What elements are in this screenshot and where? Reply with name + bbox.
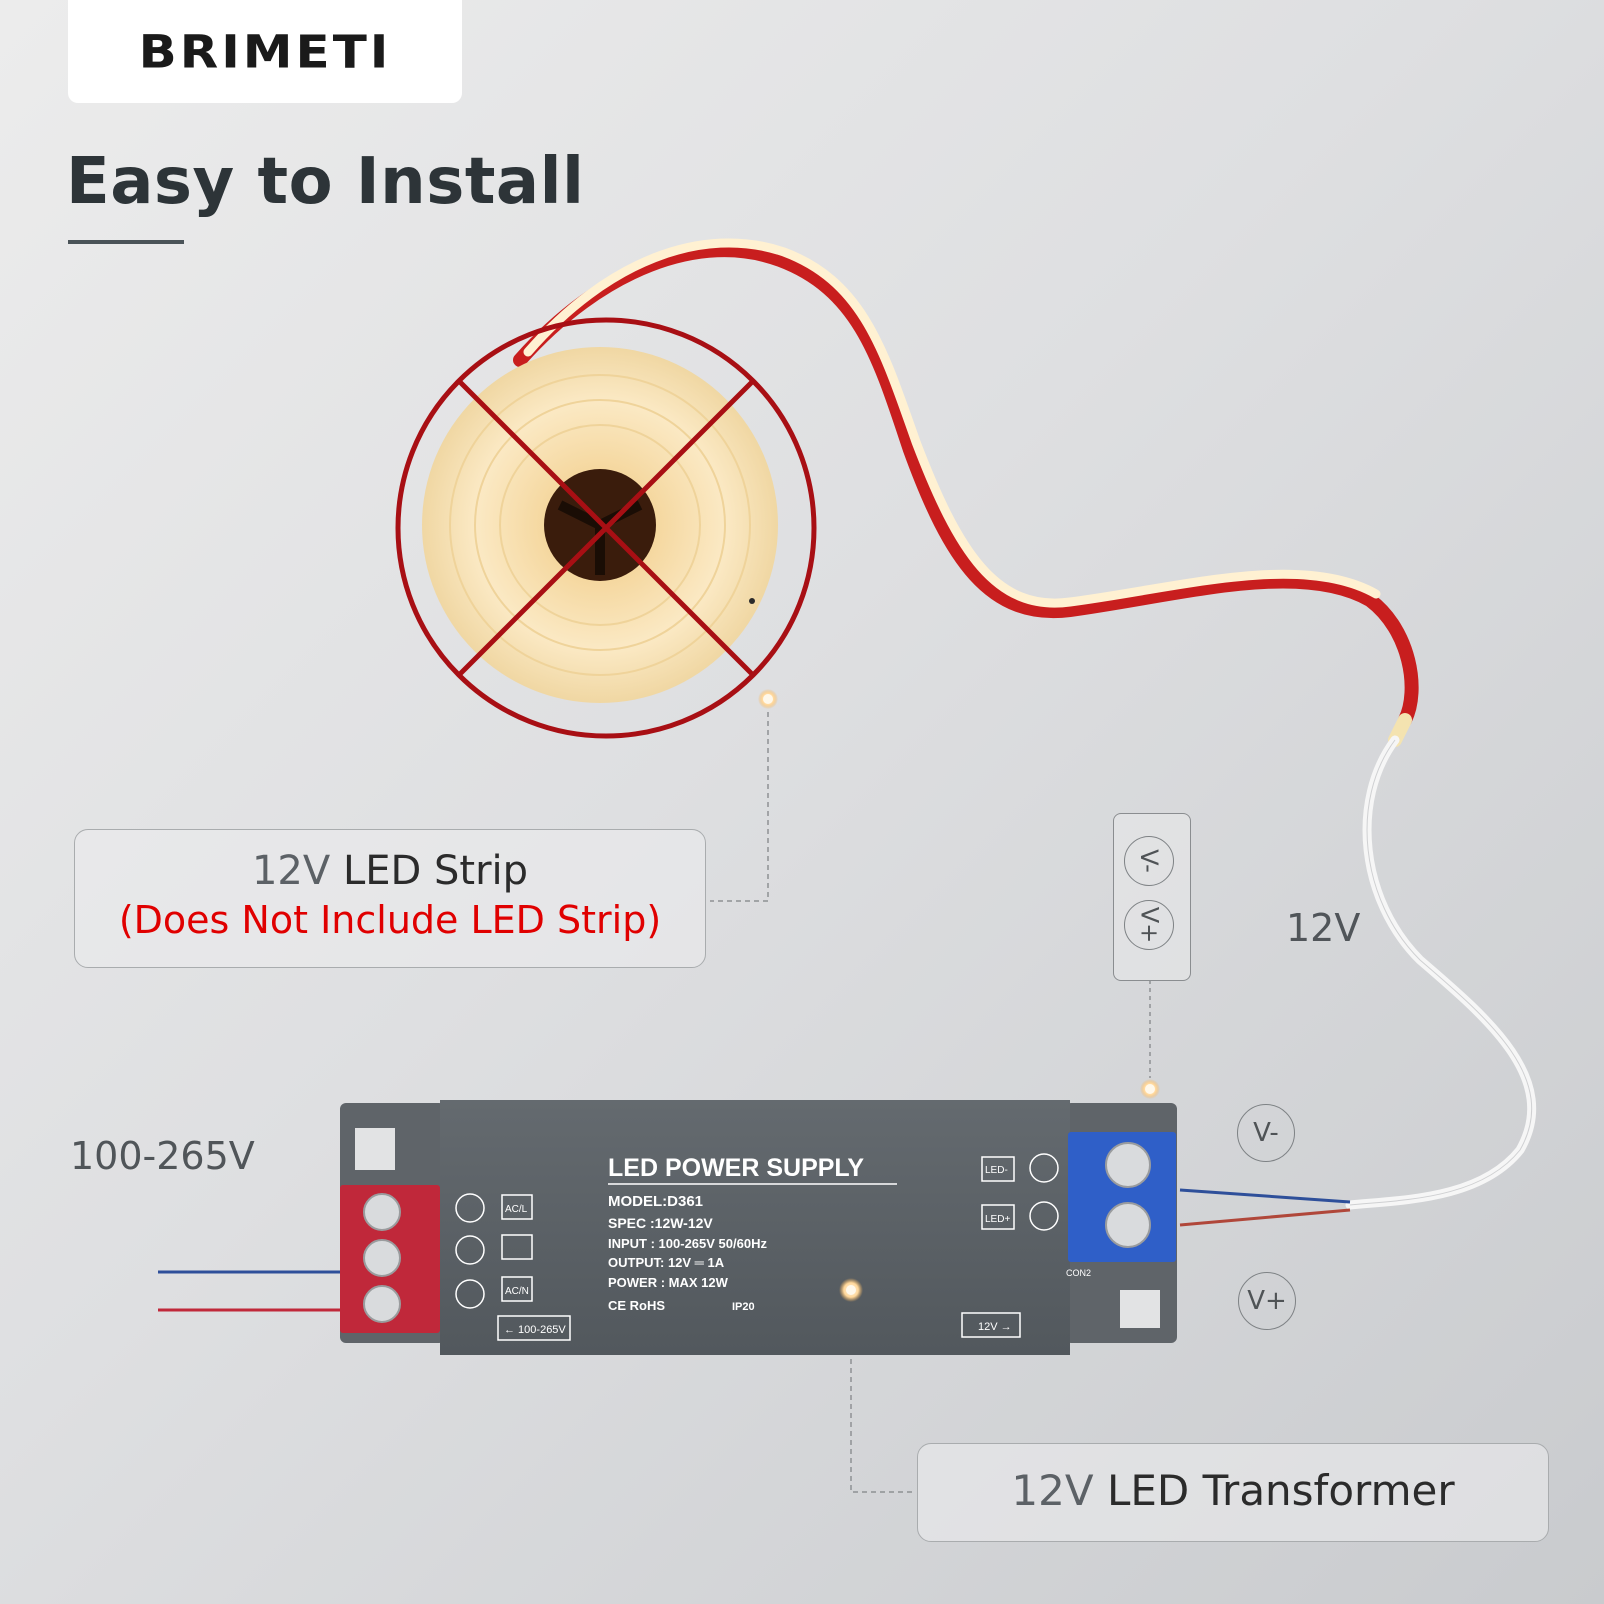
led-strip-callout-title: 12V LED Strip [75, 848, 705, 894]
pin-v-plus-rotated: V+ [1124, 900, 1174, 950]
psu-certs: CE RoHS [608, 1298, 665, 1313]
white-cable-outline [1349, 739, 1533, 1206]
psu-power: POWER : MAX 12W [608, 1275, 729, 1290]
reel-leader-line [710, 712, 769, 902]
psu-ip-rating: IP20 [732, 1301, 755, 1313]
logo-text: BRIMETI [138, 25, 392, 78]
psu-term-led-plus: LED+ [985, 1214, 1010, 1225]
strip-not-included-note: (Does Not Include LED Strip) [118, 898, 662, 942]
input-voltage-label: 100-265V [70, 1134, 255, 1178]
page-title: Easy to Install [66, 145, 585, 219]
transformer-callout-title: 12V LED Transformer [918, 1466, 1548, 1515]
white-cable [1345, 735, 1537, 1210]
pin-v-minus-rotated-label: V- [1134, 849, 1163, 873]
pin-v-minus-rotated: V- [1124, 836, 1174, 886]
pin-v-minus-label: V- [1253, 1118, 1279, 1148]
psu-input-tag: ← 100-265V [504, 1324, 566, 1336]
strip-name: LED Strip [342, 848, 529, 894]
brand-logo: BRIMETI [68, 0, 462, 103]
title-underline [68, 240, 184, 244]
power-supply-unit [340, 1100, 1177, 1355]
transformer-name: LED Transformer [1106, 1466, 1455, 1515]
transformer-callout: 12V LED Transformer [917, 1443, 1549, 1542]
connector-pin-box: V- V+ [1113, 813, 1191, 981]
output-wire-red [1179, 1208, 1351, 1227]
psu-model: MODEL:D361 [608, 1193, 703, 1210]
psu-title: LED POWER SUPPLY [608, 1154, 864, 1182]
psu-con-label: CON2 [1066, 1268, 1091, 1278]
psu-spec: SPEC :12W-12V [608, 1215, 713, 1231]
psu-leader-line [850, 1305, 915, 1493]
pin-v-plus-rotated-label: V+ [1135, 906, 1163, 944]
pin-v-plus-label: V+ [1247, 1286, 1287, 1316]
pin-v-plus: V+ [1238, 1272, 1296, 1330]
output-voltage-label: 12V [1286, 906, 1361, 950]
strip-voltage: 12V [251, 848, 331, 894]
psu-output-tag: 12V → [978, 1321, 1012, 1333]
psu-term-acn: AC/N [505, 1286, 529, 1297]
psu-term-acl: AC/L [505, 1204, 528, 1215]
psu-input: INPUT : 100-265V 50/60Hz [608, 1236, 767, 1251]
psu-term-led-minus: LED- [985, 1165, 1008, 1176]
pin-v-minus: V- [1237, 1104, 1295, 1162]
led-strip-callout: 12V LED Strip (Does Not Include LED Stri… [74, 829, 706, 968]
psu-output: OUTPUT: 12V ═ 1A [608, 1255, 725, 1270]
transformer-voltage: 12V [1011, 1466, 1094, 1515]
output-wire-blue [1179, 1188, 1351, 1204]
not-included-cross [395, 317, 817, 739]
